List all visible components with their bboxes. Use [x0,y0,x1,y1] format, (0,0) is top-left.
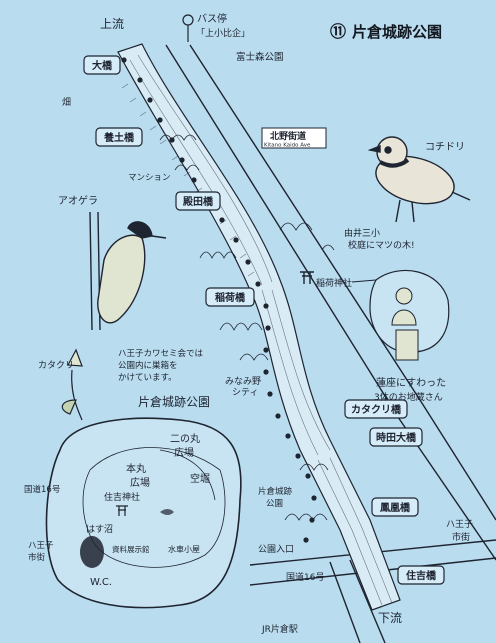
label-upstream: 上流 [100,17,124,31]
label-park-route16: 国道16号 [24,484,60,495]
hasu-pond-shape [80,536,104,568]
page-title: 片倉城跡公園 [352,23,442,41]
label-route16: 国道16号 [286,571,324,583]
label-jizo-1: 蓮座にすわった [376,376,446,389]
route-dot [245,259,251,265]
label-park-small-2: 公園 [266,499,283,509]
label-pine-note-1: 由井三小 [344,227,380,239]
bridge-label: 住吉橋 [406,569,437,582]
label-minamino-2: シティ [232,387,258,398]
route-dot [309,517,315,523]
route-dot [305,473,311,479]
route-dot [121,57,127,63]
bridge-label: 殿田橋 [182,195,214,208]
bridge-label: カタクリ橋 [351,403,402,416]
label-park-entrance: 公園入口 [258,544,294,555]
road-kitano-kaido [165,44,496,561]
bridge-label-box [95,127,143,147]
bridge-label-box [397,565,445,585]
route-dot [137,77,143,83]
label-kitano-kaido: 北野街道 [270,130,306,142]
label-park-small-1: 片倉城跡 [258,486,293,497]
jizo-inset [351,269,450,361]
kochidori-bird-icon [367,136,471,223]
label-jizo-2: 3体のお地蔵さん [374,391,443,403]
bus-stop-icon [182,14,194,42]
label-hasu-pond: はす沼 [86,524,113,535]
label-park-wooden: 水車小屋 [168,544,200,554]
route-dot [303,537,309,543]
bridge-label: 稲荷橋 [215,291,246,304]
bridge-label: 大橋 [92,59,113,72]
label-wc: W.C. [90,577,112,588]
label-jr-station: JR片倉駅 [261,623,298,635]
bridge-label-box [344,399,408,419]
label-bus-stop: バス停 [197,12,227,25]
bridge-label: 鳳凰橋 [380,501,411,514]
label-ninomaru-1: 二の丸 [170,432,200,445]
route-dot [233,237,239,243]
label-kawasemi-3: かけています。 [118,373,177,383]
label-bus-stop-name: 「上小比企」 [196,27,250,39]
label-downstream: 下流 [378,611,402,625]
label-kuuhori: 空堀 [190,472,210,485]
label-park-hachioji-2: 市街 [28,552,46,563]
route-dot [263,369,269,375]
route-dot [219,217,225,223]
bridge-label: 時田大橋 [376,431,417,444]
bridge-label-box [205,287,255,307]
title-number: ⑪ [330,22,346,41]
route-dot [157,117,163,123]
bridge-label-box [83,55,121,75]
route-dot [147,97,153,103]
label-kawasemi-1: ハ王子カワセミ会では [118,348,204,359]
label-hachioji-1: ハ王子 [446,519,473,530]
label-kochidori: コチドリ [425,141,465,153]
route-dot [285,433,291,439]
label-inari-shrine: 稲荷神社 [316,277,352,289]
route-dot [311,495,317,501]
bridge-label: 養土橋 [103,131,135,144]
katakuri-flower-icon [61,348,83,421]
route-dot [263,303,269,309]
bridge-label-box [369,427,423,447]
shrine-icon [300,271,314,284]
route-dot [263,347,269,353]
label-pine-note-2: 校庭にマツの木! [348,239,415,251]
map-labels: 上流 下流 バス停 「上小比企」 富士森公園 畑 北野街道 Kitano Kai… [24,12,473,635]
label-honmaru-2: 広場 [130,476,150,489]
walking-route [121,57,317,543]
label-park-facility: 資料展示館 [112,544,150,554]
label-kitano-kaido-en: Kitano Kaido Ave [264,143,311,149]
label-ninomaru-2: 広場 [174,446,194,459]
route-dot [295,453,301,459]
bridge-label-box [175,191,221,211]
label-honmaru-1: 本丸 [126,462,146,475]
route-dot [191,177,197,183]
label-fujimidai-park: 富士森公園 [236,51,284,63]
route-dot [179,157,185,163]
label-aogera: アオゲラ [58,195,98,207]
label-katakura-park: 片倉城跡公園 [138,394,210,409]
route-dot [255,281,261,287]
label-minamino-1: みなみ野 [225,376,261,387]
route-dot [275,413,281,419]
route-dot [265,325,271,331]
label-mansion: マンション [128,173,171,183]
label-park-hachioji-1: ハ王子 [28,541,54,551]
shrine-icon-park [116,505,128,516]
label-hachioji-2: 市街 [452,531,470,543]
label-field: 畑 [62,96,71,108]
park-inset [45,417,242,609]
bridge-label-box [371,497,419,517]
label-kawasemi-2: 公園内に巣箱を [118,360,178,371]
label-katakuri: カタクリ [38,360,74,371]
label-sumiyoshi-shrine: 住吉神社 [104,491,140,503]
aogera-bird-icon [89,211,167,331]
route-dot [267,391,273,397]
